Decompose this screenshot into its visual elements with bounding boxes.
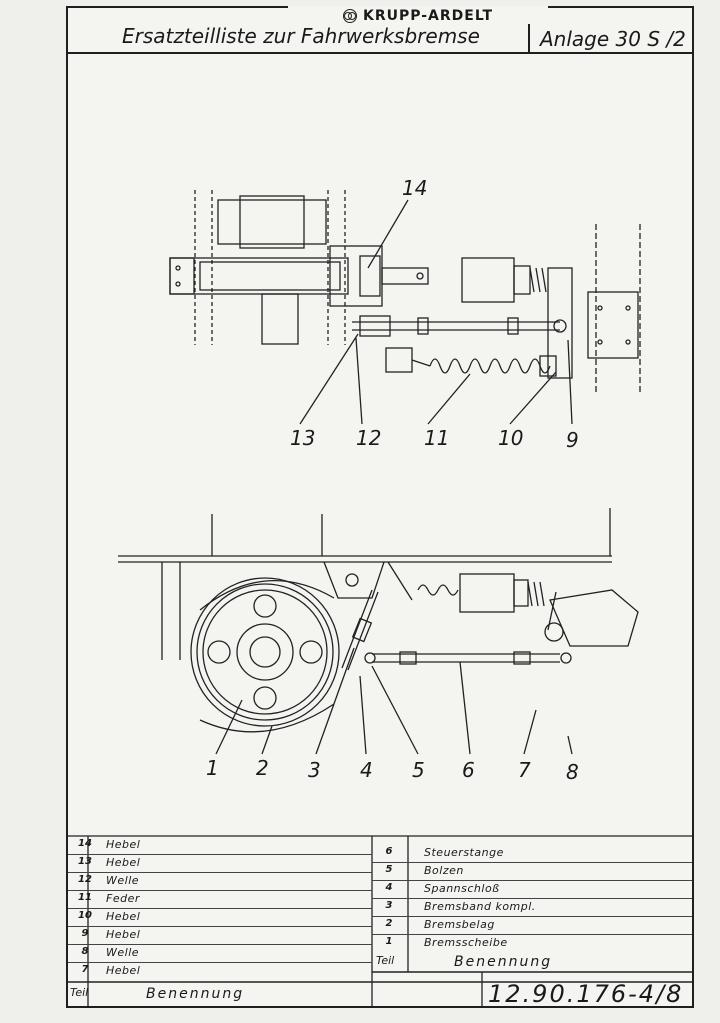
header-teil-left: Teil (70, 986, 89, 999)
part-number: 8 (81, 946, 89, 957)
part-name: Feder (106, 892, 140, 905)
parts-row: 9 Hebel (68, 927, 372, 945)
part-name: Hebel (106, 928, 141, 941)
parts-table-grid (68, 835, 692, 1006)
parts-row: 8 Welle (68, 945, 372, 963)
callout-9: 9 (566, 428, 579, 452)
part-name: Hebel (106, 964, 141, 977)
callout-6: 6 (462, 758, 475, 782)
part-name: Hebel (106, 838, 141, 851)
parts-row: 14 Hebel (68, 837, 372, 855)
krupp-logo-icon (342, 9, 357, 23)
callout-3: 3 (308, 758, 321, 782)
parts-row: 5 Bolzen (372, 863, 692, 881)
part-number: 5 (385, 864, 393, 875)
callout-2: 2 (256, 756, 269, 780)
callout-1: 1 (206, 756, 219, 780)
part-number: 1 (385, 936, 393, 947)
part-number: 4 (385, 882, 393, 893)
part-name: Hebel (106, 910, 141, 923)
part-number: 14 (78, 838, 92, 849)
header-benennung-right: Benennung (454, 954, 553, 970)
document-title: Ersatzteilliste zur Fahrwerksbremse (122, 24, 480, 48)
part-name: Hebel (106, 856, 141, 869)
title-block: Ersatzteilliste zur Fahrwerksbremse Anla… (68, 22, 692, 54)
top-view-drawing (169, 190, 641, 425)
parts-row: 3 Bremsband kompl. (372, 899, 692, 917)
drawing-number: 12.90.176-4/8 (488, 980, 684, 1008)
part-number: 9 (81, 928, 89, 939)
part-name: Welle (106, 874, 140, 887)
parts-row: 10 Hebel (68, 909, 372, 927)
part-number: 2 (385, 918, 393, 929)
part-number: 3 (385, 900, 393, 911)
sheet-reference: Anlage 30 S /2 (540, 27, 686, 51)
part-name: Bremsbelag (424, 918, 495, 931)
part-name: Steuerstange (424, 846, 504, 859)
part-number: 6 (385, 846, 393, 857)
header-benennung-left: Benennung (146, 986, 245, 1002)
brand-header: KRUPP-ARDELT (288, 6, 548, 26)
parts-row: 4 Spannschloß (372, 881, 692, 899)
callout-14: 14 (402, 176, 428, 200)
side-view-drawing (118, 508, 639, 755)
part-name: Welle (106, 946, 140, 959)
callout-10: 10 (498, 426, 524, 450)
part-number: 10 (78, 910, 92, 921)
callout-4: 4 (360, 758, 373, 782)
callout-12: 12 (356, 426, 382, 450)
callout-7: 7 (518, 758, 531, 782)
part-name: Spannschloß (424, 882, 500, 895)
parts-list-right: 6 Steuerstange 5 Bolzen 4 Spannschloß 3 … (372, 845, 692, 971)
callout-13: 13 (290, 426, 316, 450)
brand-name: KRUPP-ARDELT (362, 8, 494, 24)
drawing-sheet: KRUPP-ARDELT Ersatzteilliste zur Fahrwer… (66, 6, 694, 1008)
part-number: 13 (78, 856, 92, 867)
parts-row: 7 Hebel (68, 963, 372, 981)
parts-list-left: 14 Hebel 13 Hebel 12 Welle 11 Feder 10 H… (68, 837, 372, 983)
part-number: 12 (78, 874, 92, 885)
part-name: Bremsscheibe (424, 936, 508, 949)
parts-row: 13 Hebel (68, 855, 372, 873)
part-name: Bremsband kompl. (424, 900, 536, 913)
header-teil-right: Teil (376, 954, 395, 967)
parts-row: 12 Welle (68, 873, 372, 891)
parts-row: 6 Steuerstange (372, 845, 692, 863)
part-name: Bolzen (424, 864, 464, 877)
parts-row: 2 Bremsbelag (372, 917, 692, 935)
callout-11: 11 (424, 426, 450, 450)
parts-row: 1 Bremsscheibe (372, 935, 692, 953)
part-number: 11 (78, 892, 92, 903)
sheet-reference-box: Anlage 30 S /2 (528, 24, 692, 54)
callout-5: 5 (412, 758, 425, 782)
parts-row: 11 Feder (68, 891, 372, 909)
callout-8: 8 (566, 760, 579, 784)
part-number: 7 (81, 964, 89, 975)
